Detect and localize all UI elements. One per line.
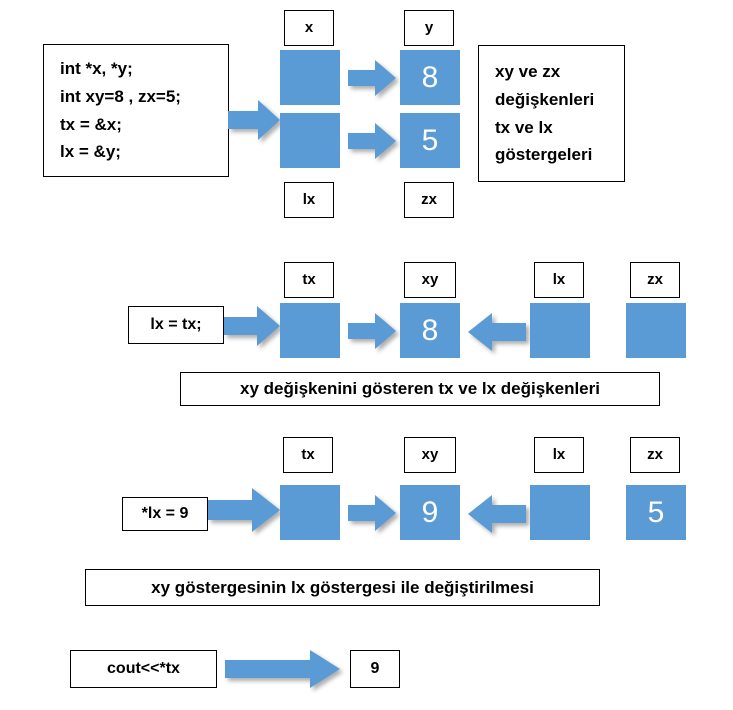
statement-box-deref-assign: *lx = 9 bbox=[122, 497, 208, 531]
cell-tx-row2 bbox=[280, 303, 340, 358]
arrow-right-lx-to-zx bbox=[348, 123, 396, 159]
arrow-right-statement-2 bbox=[224, 306, 280, 346]
arrow-right-x-to-y bbox=[348, 60, 396, 96]
tag-zx-row2: zx bbox=[630, 262, 680, 298]
cell-lx bbox=[280, 113, 340, 168]
cell-xy-row3: 9 bbox=[400, 485, 460, 540]
cell-lx-row2 bbox=[530, 303, 590, 358]
output-box: 9 bbox=[350, 650, 400, 688]
arrow-right-output bbox=[225, 650, 340, 688]
tag-y: y bbox=[404, 10, 454, 46]
arrow-right-tx-to-xy-row2 bbox=[348, 313, 396, 349]
arrow-right-main bbox=[228, 100, 280, 140]
tag-lx-row3: lx bbox=[534, 437, 584, 473]
statement-box-assign-lx: lx = tx; bbox=[128, 306, 224, 344]
note-line: değişkenleri bbox=[495, 89, 595, 109]
tag-zx: zx bbox=[404, 182, 454, 218]
caption-row2: xy değişkenini gösteren tx ve lx değişke… bbox=[180, 372, 660, 406]
note-panel: xy ve zx değişkenleri tx ve lx göstergel… bbox=[478, 45, 625, 182]
arrow-right-statement-3 bbox=[208, 488, 280, 532]
cell-zx-row3: 5 bbox=[626, 485, 686, 540]
arrow-right-tx-to-xy-row3 bbox=[348, 495, 396, 531]
note-line: göstergeleri bbox=[495, 145, 593, 165]
arrow-left-lx-to-xy-row2 bbox=[468, 313, 526, 351]
cell-y-value: 8 bbox=[400, 50, 460, 105]
tag-x: x bbox=[284, 10, 334, 46]
tag-tx-row3: tx bbox=[283, 437, 333, 473]
statement-box-cout: cout<<*tx bbox=[70, 650, 217, 688]
code-panel: int *x, *y; int xy=8 , zx=5; tx = &x; lx… bbox=[43, 44, 229, 177]
code-line: lx = &y; bbox=[60, 142, 121, 162]
tag-tx-row2: tx bbox=[284, 262, 334, 298]
tag-zx-row3: zx bbox=[630, 437, 680, 473]
tag-xy-row3: xy bbox=[404, 437, 456, 473]
arrow-left-lx-to-xy-row3 bbox=[468, 495, 526, 533]
tag-lx: lx bbox=[284, 182, 334, 218]
cell-x bbox=[280, 50, 340, 105]
code-line: int xy=8 , zx=5; bbox=[60, 86, 181, 106]
tag-lx-row2: lx bbox=[534, 262, 584, 298]
cell-zx-row2 bbox=[626, 303, 686, 358]
note-line: xy ve zx bbox=[495, 62, 561, 82]
code-line: int *x, *y; bbox=[60, 59, 133, 79]
code-line: tx = &x; bbox=[60, 114, 122, 134]
cell-xy-row2: 8 bbox=[400, 303, 460, 358]
cell-tx-row3 bbox=[280, 485, 340, 540]
cell-lx-row3 bbox=[530, 485, 590, 540]
note-line: tx ve lx bbox=[495, 117, 553, 137]
cell-zx-value: 5 bbox=[400, 113, 460, 168]
caption-row3: xy göstergesinin lx göstergesi ile değiş… bbox=[85, 569, 600, 606]
tag-xy-row2: xy bbox=[404, 262, 456, 298]
